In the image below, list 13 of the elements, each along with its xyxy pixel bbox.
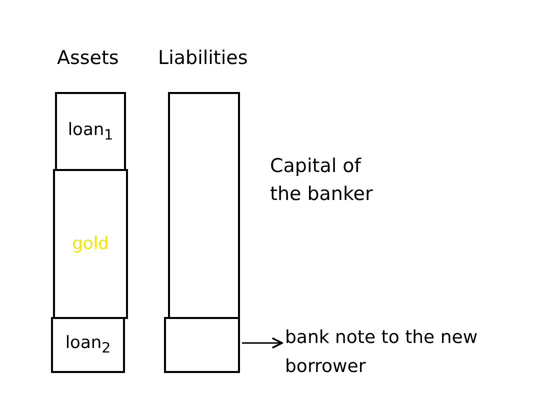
asset-block <box>53 169 128 319</box>
column-heading: Liabilities <box>158 47 248 69</box>
block-label: loan$_{2}$ <box>65 332 111 358</box>
block-label: gold <box>72 232 109 256</box>
column-heading: Assets <box>57 47 119 69</box>
asset-block <box>51 317 125 373</box>
liability-block <box>168 92 240 319</box>
asset-block <box>55 92 126 171</box>
annotation-text: Capital of the banker <box>270 154 374 207</box>
liability-block <box>164 317 240 373</box>
arrow <box>242 337 283 349</box>
block-label: loan$_{1}$ <box>68 118 114 144</box>
note-text: bank note to the new borrower <box>285 326 479 379</box>
